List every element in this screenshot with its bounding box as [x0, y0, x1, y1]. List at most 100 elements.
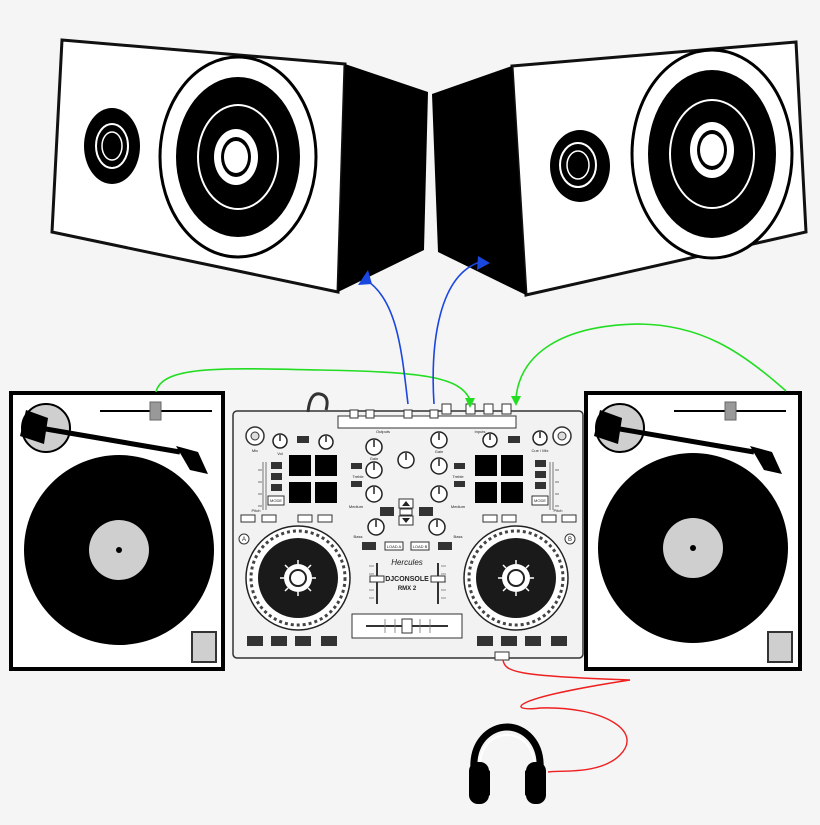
- volume-knob-left[interactable]: [272, 433, 288, 449]
- browse-center-button[interactable]: [399, 508, 413, 516]
- gain-eq-knob-right[interactable]: [430, 431, 448, 449]
- bass-knob-left[interactable]: [367, 518, 385, 536]
- pad-right-1[interactable]: [475, 455, 497, 476]
- load-b-button[interactable]: [410, 541, 430, 551]
- level-meter-left: [258, 462, 267, 510]
- eq-kill-button-left-2[interactable]: [351, 481, 362, 487]
- transport-right-2[interactable]: [501, 636, 517, 646]
- eq-knobs-left: Gain Treble Medium Bass: [349, 438, 385, 539]
- crossfader[interactable]: [351, 613, 463, 639]
- pad-right-3[interactable]: [475, 482, 497, 503]
- gain-knob-right[interactable]: [482, 432, 498, 448]
- transport-right-3[interactable]: [525, 636, 541, 646]
- gain-knob-left[interactable]: [318, 434, 334, 450]
- browse-left-button[interactable]: [380, 507, 394, 516]
- headphones-icon: [469, 723, 546, 804]
- level-meter-right: [549, 462, 559, 510]
- cable-controller-to-headphones: [502, 659, 631, 773]
- jog-wheel-left[interactable]: [245, 525, 351, 631]
- deck-a-badge-text: A: [242, 537, 246, 543]
- transport-left-2[interactable]: [271, 636, 287, 646]
- deck-b-top-button[interactable]: [508, 436, 520, 443]
- pitch-plus-right[interactable]: [561, 514, 577, 523]
- eq-kill-button-right-2[interactable]: [454, 481, 465, 487]
- master-volume-knob[interactable]: [397, 451, 415, 469]
- arrow-left-input: [465, 398, 475, 408]
- deck-a-badge: [238, 533, 250, 545]
- pad-right-4[interactable]: [501, 482, 523, 503]
- bass-knob-right[interactable]: [428, 518, 446, 536]
- pitch-minus-right[interactable]: [541, 514, 557, 523]
- turntable-right-tonearm[interactable]: [594, 410, 782, 474]
- turntable-left: [9, 391, 225, 671]
- speaker-right-icon: [432, 40, 808, 297]
- speaker-left-icon: [50, 38, 428, 294]
- cue-mix-knob[interactable]: [532, 430, 548, 446]
- channel-fader-right[interactable]: [430, 563, 446, 604]
- pad-left-2[interactable]: [315, 455, 337, 476]
- controller-rear-panel: [337, 415, 517, 429]
- browse-right-button[interactable]: [419, 507, 433, 516]
- medium-label-left: Medium: [349, 504, 364, 509]
- side-button-left-1[interactable]: [271, 462, 282, 469]
- deck-a-top-button[interactable]: [297, 436, 309, 443]
- cable-right-turntable-to-controller: [515, 323, 787, 399]
- speaker-left-woofer: [158, 55, 318, 259]
- pitch-label-left: Pitch: [252, 508, 261, 513]
- cue-mix-label: Cue / Mix: [532, 448, 549, 453]
- mode-label-right: MODE: [534, 498, 546, 503]
- side-button-right-3[interactable]: [535, 482, 546, 489]
- transport-left-play[interactable]: [321, 636, 337, 646]
- channel-fader-left[interactable]: [369, 563, 385, 604]
- turntable-right-pitch-slider[interactable]: [724, 401, 737, 421]
- treble-knob-right[interactable]: [430, 457, 448, 475]
- pitch-minus-left[interactable]: [240, 514, 256, 523]
- pad-left-4[interactable]: [315, 482, 337, 503]
- skip-back-left[interactable]: [297, 514, 313, 523]
- pad-left-3[interactable]: [289, 482, 311, 503]
- medium-knob-right[interactable]: [430, 485, 448, 503]
- side-button-right-2[interactable]: [535, 471, 546, 478]
- mode-label-left: MODE: [270, 498, 282, 503]
- turntable-left-pitch-slider[interactable]: [149, 401, 162, 421]
- load-a-button[interactable]: [384, 541, 404, 551]
- speaker-left-tweeter: [84, 108, 140, 184]
- pad-right-2[interactable]: [501, 455, 523, 476]
- skip-forward-left[interactable]: [317, 514, 333, 523]
- mode-button-left[interactable]: [267, 495, 285, 506]
- browser-navigation: [380, 498, 433, 526]
- eq-kill-button-right-1[interactable]: [454, 463, 465, 469]
- side-button-right-1[interactable]: [535, 460, 546, 467]
- jog-wheel-right[interactable]: [463, 525, 569, 631]
- pad-left-1[interactable]: [289, 455, 311, 476]
- treble-label-right: Treble: [452, 474, 464, 479]
- model-name-line1: DJCONSOLE: [385, 576, 429, 583]
- pitch-plus-left[interactable]: [261, 514, 277, 523]
- skip-forward-right[interactable]: [501, 514, 517, 523]
- deck-a-load-side-button[interactable]: [362, 542, 376, 550]
- side-button-left-2[interactable]: [271, 473, 282, 480]
- deck-b-badge: [564, 533, 576, 545]
- turntable-left-tonearm[interactable]: [20, 410, 208, 474]
- treble-knob-left[interactable]: [365, 461, 383, 479]
- arrow-right-input: [511, 396, 521, 406]
- medium-knob-left[interactable]: [365, 485, 383, 503]
- mode-button-right[interactable]: [531, 495, 549, 506]
- transport-left-3[interactable]: [295, 636, 311, 646]
- pitch-label-right: Pitch: [554, 508, 563, 513]
- eq-knobs-right: Gain Treble Medium Bass: [428, 431, 466, 539]
- side-button-left-3[interactable]: [271, 484, 282, 491]
- deck-b-badge-text: B: [568, 537, 572, 543]
- gain-eq-knob-left[interactable]: [365, 438, 383, 456]
- transport-right-play[interactable]: [551, 636, 567, 646]
- front-headphone-socket[interactable]: [494, 651, 510, 661]
- transport-left-1[interactable]: [247, 636, 263, 646]
- eq-kill-button-left-1[interactable]: [351, 463, 362, 469]
- deck-b-load-side-button[interactable]: [438, 542, 452, 550]
- turntable-left-start-button[interactable]: [191, 631, 217, 663]
- usb-cable-hook: [306, 392, 329, 413]
- transport-right-1[interactable]: [477, 636, 493, 646]
- turntable-right-start-button[interactable]: [767, 631, 793, 663]
- skip-back-right[interactable]: [482, 514, 498, 523]
